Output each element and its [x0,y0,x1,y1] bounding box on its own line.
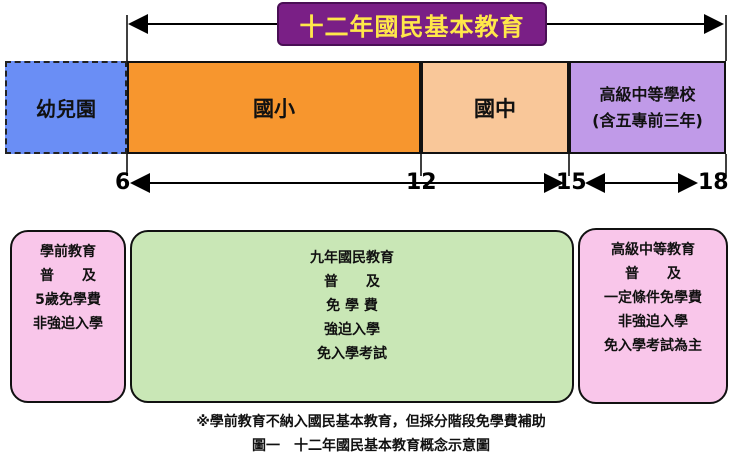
box-line: 強迫入學 [324,322,380,338]
box-line: 普 及 [625,266,681,282]
box-line: 免 學 費 [326,298,378,314]
box-line: 非強迫入學 [33,316,103,332]
age-label-18: 18 [698,170,729,195]
box-line: 普 及 [40,268,96,284]
figure-caption: 圖一 十二年國民基本教育概念示意圖 [252,438,490,454]
stage-kindergarten: 幼兒園 [5,61,127,154]
box-line: 一定條件免學費 [604,290,702,306]
age-label-12: 12 [406,170,437,195]
box-line: 學前教育 [40,244,96,260]
age-label-15: 15 [556,170,587,195]
diagram-title: 十二年國民基本教育 [277,2,547,46]
box-line: 普 及 [324,274,380,290]
preschool-box: 學前教育 普 及 5歲免學費 非強迫入學 [10,230,126,403]
stage-elementary: 國小 [127,61,421,154]
senior-box: 高級中等教育 普 及 一定條件免學費 非強迫入學 免入學考試為主 [578,228,728,404]
stage-senior-high: 高級中等學校 (含五專前三年) [569,61,726,154]
box-line: 5歲免學費 [35,292,101,308]
stage-junior-high: 國中 [421,61,569,154]
box-line: 免入學考試 [317,346,387,362]
stage-senior-high-line2: (含五專前三年) [592,110,703,130]
box-line: 高級中等教育 [611,242,695,258]
box-line: 九年國民教育 [310,250,394,266]
stage-senior-high-line1: 高級中等學校 [599,84,696,104]
nine-year-box: 九年國民教育 普 及 免 學 費 強迫入學 免入學考試 [130,230,574,403]
footnote: ※學前教育不納入國民基本教育，但採分階段免學費補助 [196,414,546,430]
box-line: 非強迫入學 [618,314,688,330]
box-line: 免入學考試為主 [604,338,702,354]
age-label-6: 6 [115,170,131,195]
